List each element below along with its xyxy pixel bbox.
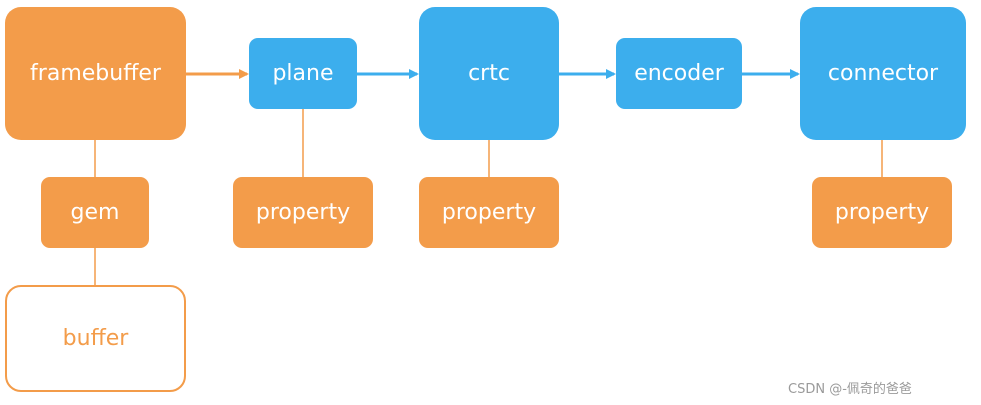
node-gem-label: gem [70,200,120,225]
node-connector: connector [800,7,966,140]
node-framebuffer: framebuffer [5,7,186,140]
node-buffer-label: buffer [62,326,129,351]
node-gem: gem [41,177,149,248]
node-buffer: buffer [5,285,186,392]
node-crtc-label: crtc [468,61,510,86]
node-encoder-label: encoder [634,61,724,86]
node-connector-property: property [812,177,952,248]
node-framebuffer-label: framebuffer [30,61,161,86]
node-plane-property-label: property [255,200,351,225]
node-connector-label: connector [827,61,939,86]
node-crtc-property: property [419,177,559,248]
node-plane-property: property [233,177,373,248]
watermark: CSDN @-佩奇的爸爸 [788,382,912,397]
node-connector-property-label: property [834,200,930,225]
node-crtc: crtc [419,7,559,140]
node-encoder: encoder [616,38,742,109]
node-crtc-property-label: property [441,200,537,225]
node-plane-label: plane [272,61,334,86]
node-plane: plane [249,38,357,109]
